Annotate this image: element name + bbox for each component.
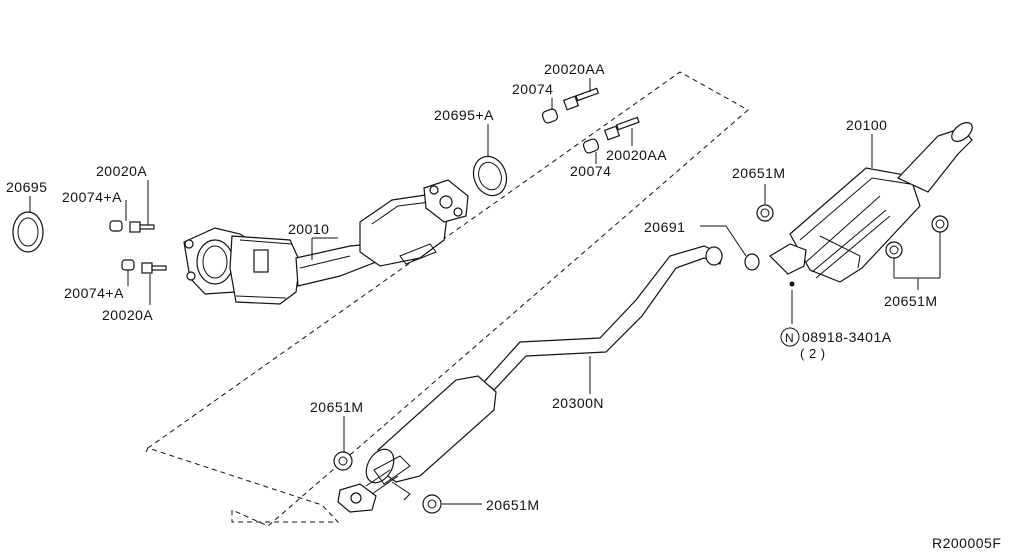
label-20074a-bottom: 20074+A xyxy=(64,285,124,301)
rubber-mount-20651m-right-a xyxy=(885,241,903,259)
rubber-mount-20651m-left xyxy=(333,451,353,471)
label-08918: 08918-3401A xyxy=(802,329,892,345)
diagram-reference: R200005F xyxy=(932,535,1001,551)
label-20020a-top: 20020A xyxy=(96,163,147,179)
label-20074-mid: 20074 xyxy=(570,163,611,179)
assembly-outline xyxy=(146,71,749,527)
rubber-mount-20651m-bottom xyxy=(422,494,442,514)
label-08918-symbol: N xyxy=(785,331,794,345)
label-20020aa-top: 20020AA xyxy=(544,61,605,77)
label-08918-group: N 08918-3401A ( 2 ) xyxy=(780,327,892,361)
label-20651m-bottom: 20651M xyxy=(486,497,540,513)
stud-nut-bottom xyxy=(121,259,167,274)
label-20074-top: 20074 xyxy=(512,81,553,97)
label-20020aa-mid: 20020AA xyxy=(606,147,667,163)
gasket-ring-20691 xyxy=(744,253,760,271)
gasket-20695 xyxy=(12,211,44,253)
label-20010: 20010 xyxy=(288,221,329,237)
label-20695: 20695 xyxy=(6,179,47,195)
rubber-mount-20651m-right-b xyxy=(931,215,949,233)
center-pipe-20300n xyxy=(337,245,723,513)
gasket-20695a xyxy=(472,155,508,197)
catalytic-converter-20010 xyxy=(183,179,469,305)
label-08918-qty: ( 2 ) xyxy=(800,346,826,361)
bolt-dot xyxy=(789,281,795,287)
label-20695a: 20695+A xyxy=(434,107,494,123)
label-20074a-top: 20074+A xyxy=(62,189,122,205)
label-20020a-bottom: 20020A xyxy=(102,307,153,323)
label-20651m-top: 20651M xyxy=(732,165,786,181)
main-muffler-20100 xyxy=(769,122,973,283)
rubber-mount-20651m-top xyxy=(756,204,774,222)
label-20100: 20100 xyxy=(846,117,887,133)
label-20651m-left: 20651M xyxy=(310,399,364,415)
nut-bolt-top xyxy=(541,87,600,124)
label-20300n: 20300N xyxy=(552,395,604,411)
label-20651m-right: 20651M xyxy=(884,293,938,309)
label-20691: 20691 xyxy=(644,219,685,235)
stud-nut-top xyxy=(109,220,155,233)
nut-bolt-mid xyxy=(582,116,640,154)
